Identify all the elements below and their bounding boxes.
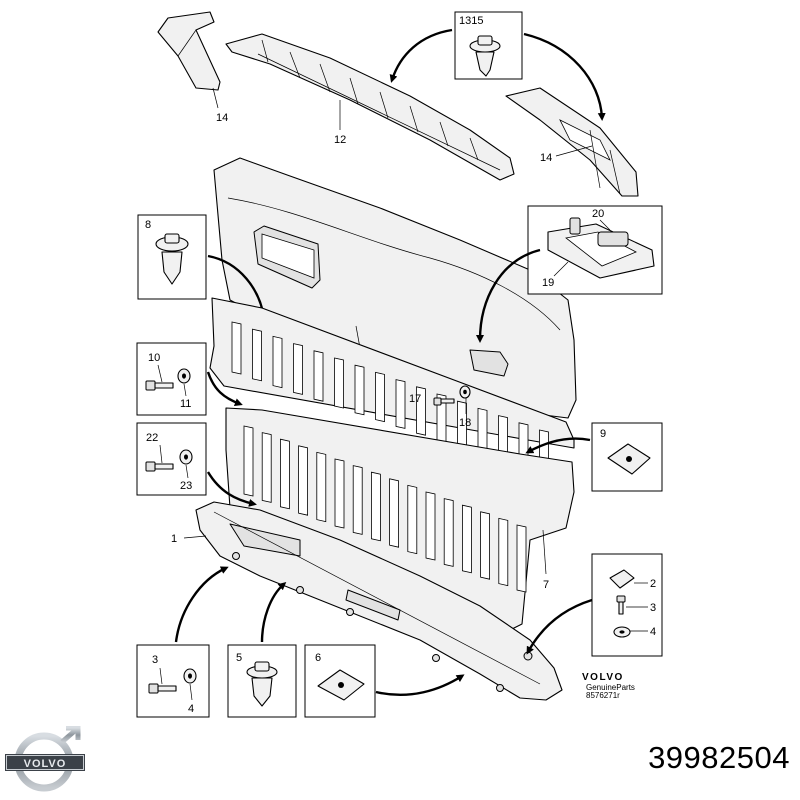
washer-18-icon: [459, 385, 471, 399]
callout-14-right: 14: [540, 152, 552, 164]
washer-11-icon: [177, 368, 191, 384]
trim-part-14-right: [505, 87, 639, 197]
panel-rib: [293, 343, 303, 395]
panel-rib: [407, 484, 418, 555]
detail-box-2-3-4: [591, 553, 663, 657]
detail-box-6: [304, 644, 376, 718]
panel-rib: [389, 478, 399, 548]
washer-4-icon: [613, 626, 631, 638]
logo-text: VOLVO: [24, 758, 67, 770]
push-clip-icon: [469, 35, 501, 77]
panel-rib: [443, 498, 454, 567]
upper-rail-part-12: [225, 33, 515, 181]
panel-rib: [261, 432, 272, 503]
screw-10-icon: [145, 380, 174, 391]
callout-11: 11: [180, 398, 191, 410]
callout-10: 10: [148, 352, 160, 364]
panel-rib: [280, 438, 290, 510]
panel-rib: [354, 364, 365, 416]
panel-rib: [395, 379, 406, 429]
screw-3-icon: [616, 595, 626, 615]
panel-rib: [334, 458, 345, 529]
screw-3-bottom-icon: [148, 683, 177, 694]
ribbed-panel-part-7: [225, 407, 575, 631]
panel-rib: [416, 386, 426, 436]
callout-22: 22: [146, 432, 158, 444]
panel-rib: [272, 335, 283, 389]
brand-block: VOLVO GenuineParts 8576271r: [582, 672, 672, 700]
part-number: 39982504: [648, 740, 790, 775]
volvo-logo: VOLVO: [5, 726, 85, 792]
panel-rib: [480, 511, 490, 580]
panel-rib: [498, 517, 509, 587]
panel-rib: [352, 465, 363, 535]
callout-5: 5: [236, 652, 242, 664]
callout-8: 8: [145, 219, 151, 231]
callout-9: 9: [600, 428, 606, 440]
panel-rib: [375, 371, 385, 423]
ribbed-panel-part-21: [209, 297, 575, 477]
detail-box-3-4: [136, 644, 210, 718]
callout-7: 7: [543, 579, 549, 591]
callout-12: 12: [334, 134, 346, 146]
callout-20: 20: [592, 208, 604, 220]
speed-nut-9-icon: [607, 443, 651, 475]
callout-23: 23: [180, 480, 192, 492]
speed-nut-6-icon: [317, 669, 365, 701]
callout-4: 4: [650, 626, 656, 638]
callout-4-bottom: 4: [188, 703, 194, 715]
trim-part-14-left: [157, 11, 221, 91]
callout-3-bottom: 3: [152, 654, 158, 666]
panel-rib: [243, 425, 254, 497]
brand-subtitle: GenuineParts: [586, 682, 635, 692]
callout-14-left: 14: [216, 112, 228, 124]
panel-rib: [252, 328, 262, 382]
detail-box-10-11: [136, 342, 207, 416]
screw-22-icon: [145, 461, 174, 472]
callout-6: 6: [315, 652, 321, 664]
panel-rib: [298, 445, 308, 516]
detail-box-22-23: [136, 422, 207, 496]
panel-rib: [425, 491, 436, 561]
tailgate-panel-part-16: [213, 157, 577, 419]
callout-3: 3: [650, 602, 656, 614]
washer-4-bottom-icon: [183, 668, 197, 684]
callout-17: 17: [409, 393, 421, 405]
panel-rib: [516, 524, 527, 593]
brand-name: VOLVO: [582, 672, 624, 683]
callout-18: 18: [459, 417, 471, 429]
panel-rib: [231, 321, 242, 375]
lamp-icon: [547, 217, 655, 279]
washer-23-icon: [179, 449, 193, 465]
panel-rib: [334, 357, 344, 409]
callout-19: 19: [542, 277, 554, 289]
panel-rib: [316, 451, 327, 523]
push-clip-5-icon: [246, 661, 278, 707]
panel-rib: [371, 471, 381, 542]
drawing-number: 8576271r: [586, 690, 620, 700]
sill-part-1: [195, 501, 563, 701]
cap-2-icon: [609, 569, 635, 589]
callout-13-15: 1315: [459, 15, 483, 27]
push-clip-8-icon: [155, 233, 189, 285]
panel-rib: [462, 504, 472, 574]
screw-17-icon: [433, 397, 455, 406]
callout-2: 2: [650, 578, 656, 590]
panel-rib: [313, 350, 324, 402]
callout-1: 1: [171, 533, 177, 545]
